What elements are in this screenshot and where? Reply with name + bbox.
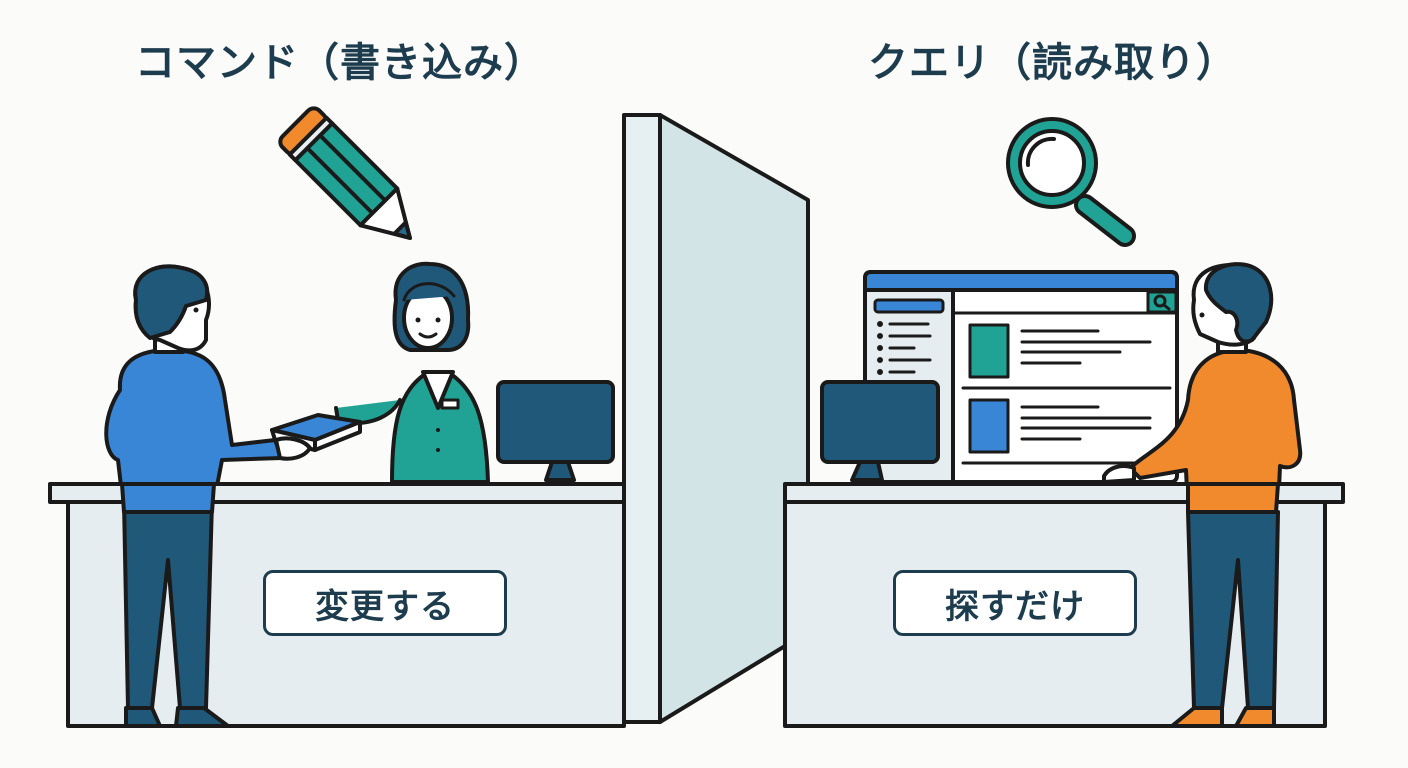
clerk-monitor — [496, 380, 615, 482]
command-sign: 変更する — [263, 570, 507, 636]
query-title: クエリ（読み取り） — [868, 40, 1237, 86]
partition-wall — [622, 113, 810, 724]
query-monitor — [820, 380, 940, 482]
pencil-icon — [278, 106, 412, 240]
magnifying-glass-icon — [1006, 117, 1136, 247]
clerk-person — [334, 261, 490, 484]
searcher-person — [1102, 262, 1303, 514]
query-sign: 探すだけ — [893, 570, 1137, 636]
book-item — [270, 413, 362, 452]
command-title: コマンド（書き込み） — [135, 40, 545, 86]
